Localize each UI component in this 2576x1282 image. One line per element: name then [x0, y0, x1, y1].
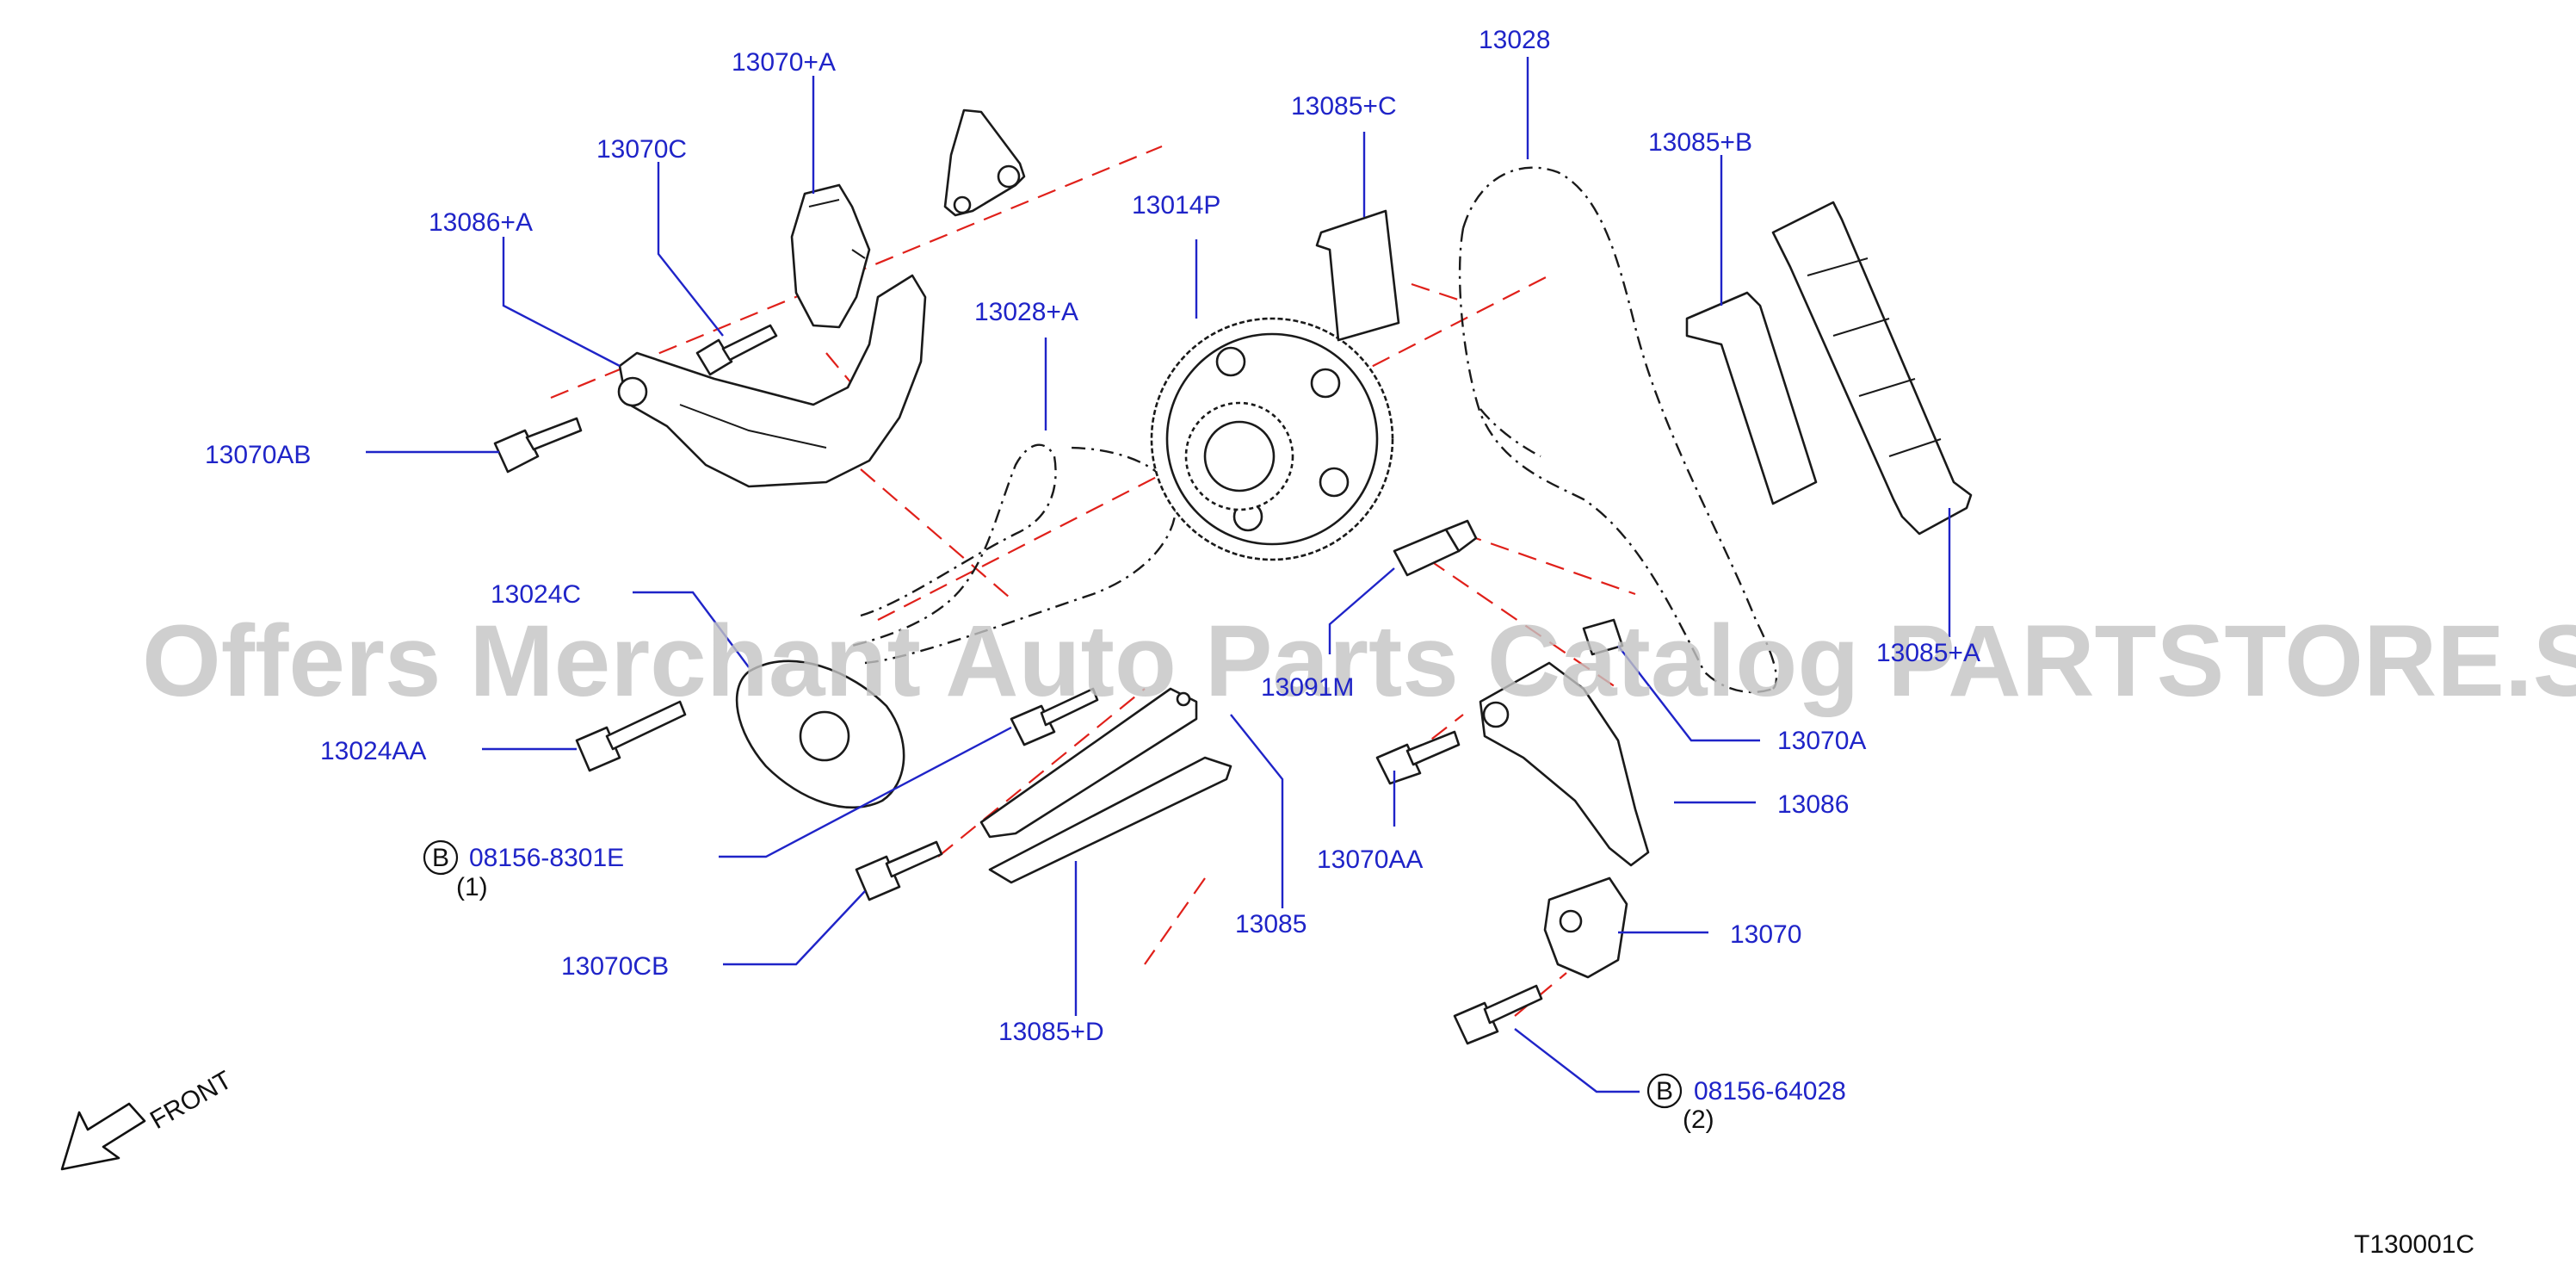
bolt-ref-08156-8301e[interactable]: B 08156-8301E (1) [423, 839, 624, 901]
callout-13085-plus-d[interactable]: 13085+D [998, 1018, 1104, 1046]
bolt-08156-8301e [1010, 687, 1099, 746]
sprocket-13014p [1150, 317, 1394, 561]
bolt-ref-part-number: 08156-64028 [1694, 1077, 1846, 1105]
gasket-13024c [735, 660, 905, 809]
bolt-13024aa [575, 700, 687, 772]
callout-13070cb[interactable]: 13070CB [561, 952, 669, 981]
chain-13028-plus-a [851, 443, 1177, 665]
bolt-13070cb [855, 840, 943, 901]
bolt-ref-part-number: 08156-8301E [469, 844, 624, 872]
alignment-guides [550, 145, 1636, 1017]
callout-13085[interactable]: 13085 [1235, 910, 1307, 938]
bolt-ref-badge [1646, 1073, 1683, 1109]
upper-chain-guide-13086-plus-a [617, 274, 927, 488]
callout-13085-plus-a[interactable]: 13085+A [1876, 639, 1980, 667]
callout-13014p[interactable]: 13014P [1132, 191, 1220, 220]
callout-13085-plus-c[interactable]: 13085+C [1291, 92, 1397, 121]
callout-13024aa[interactable]: 13024AA [320, 737, 426, 765]
watermark-text: Offers Merchant Auto Parts Catalog PARTS… [142, 604, 2576, 718]
callout-13028[interactable]: 13028 [1479, 26, 1550, 54]
guide-13085 [979, 687, 1198, 839]
upper-tensioner-13070-plus-a [790, 183, 871, 329]
callout-13091m[interactable]: 13091M [1261, 673, 1354, 702]
callout-13070ab[interactable]: 13070AB [205, 441, 311, 469]
callout-13086-plus-a[interactable]: 13086+A [429, 208, 533, 237]
callout-labels: 13070+A 13070C 13086+A 13070AB 13028+A 1… [205, 26, 1980, 1046]
bolt-ref-badge [423, 839, 459, 876]
callout-13070[interactable]: 13070 [1730, 920, 1801, 949]
callout-13070c[interactable]: 13070C [596, 135, 687, 164]
bolt-ref-badge-letter: B [432, 844, 449, 872]
callout-13028-plus-a[interactable]: 13028+A [974, 298, 1078, 326]
front-indicator: FRONT [60, 1066, 237, 1171]
callout-13070a[interactable]: 13070A [1777, 727, 1866, 755]
front-arrow-icon [60, 1102, 146, 1171]
pin-13070a [1582, 618, 1624, 656]
guide-13085-plus-c [1315, 209, 1400, 342]
callout-13070-plus-a[interactable]: 13070+A [732, 48, 836, 77]
bolt-ref-08156-64028[interactable]: B 08156-64028 (2) [1646, 1073, 1846, 1134]
pin-13070aa [1375, 730, 1461, 785]
tensioner-arm-13086 [1479, 661, 1650, 867]
callout-13085-plus-b[interactable]: 13085+B [1648, 128, 1752, 157]
leader-lines [366, 57, 1951, 1093]
chain-13028 [1458, 166, 1778, 694]
bolt-08156-64028 [1453, 984, 1543, 1045]
guide-13085-plus-b [1685, 291, 1818, 505]
bolt-ref-quantity: (2) [1683, 1105, 1714, 1134]
callout-13086[interactable]: 13086 [1777, 790, 1849, 819]
bolt-13070c [695, 324, 778, 376]
bolt-ref-quantity: (1) [456, 873, 488, 901]
bolt-ref-badge-letter: B [1656, 1077, 1673, 1105]
diagram-code: T130001C [2354, 1230, 2474, 1259]
dowel-13091m [1393, 519, 1478, 577]
guide-13085-plus-a [1771, 201, 1973, 536]
callout-13024c[interactable]: 13024C [491, 580, 581, 609]
guide-13085-plus-d [988, 756, 1232, 884]
tensioner-13070 [1543, 876, 1628, 979]
small-bracket [943, 108, 1026, 217]
callout-13070aa[interactable]: 13070AA [1317, 845, 1423, 874]
pin-13070ab [493, 417, 583, 474]
front-label: FRONT [145, 1066, 237, 1135]
